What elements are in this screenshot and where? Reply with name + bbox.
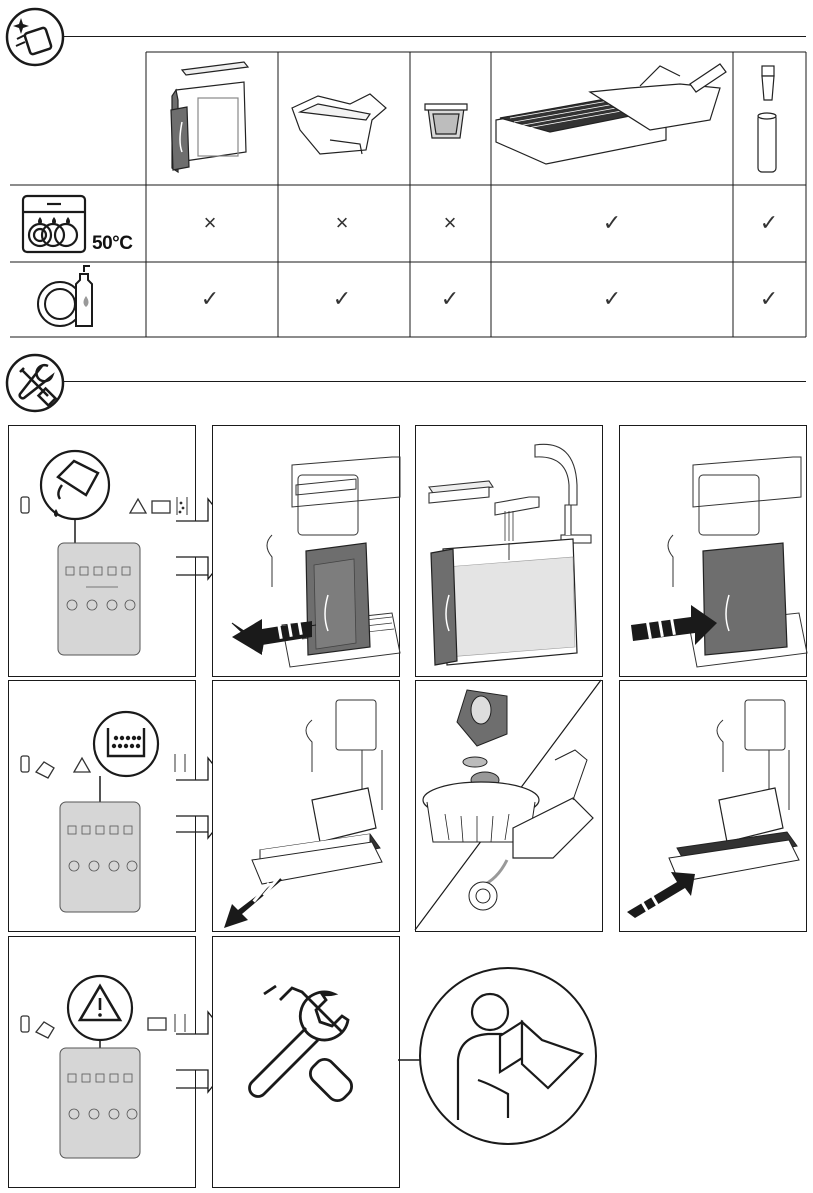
plate-and-soap-icon [37, 265, 93, 327]
descale-small-icon [176, 497, 188, 515]
cleaning-sparkle-icon [5, 7, 65, 67]
read-manual-icon [456, 992, 585, 1120]
handwash-cell-tray: ✓ [602, 286, 622, 311]
drip-tray-illustration [495, 63, 727, 165]
panel-water-tank-alert-art [20, 449, 241, 656]
panel-warning-alert-art [20, 974, 241, 1159]
panel-insert-tank-art [631, 456, 808, 668]
panel-remove-tray-art [224, 699, 383, 928]
dishwasher-cell-cup: × [443, 210, 457, 235]
handwash-cell-nozzle: ✓ [759, 286, 779, 311]
manual-reference-art [398, 967, 597, 1145]
water-tank-icon [56, 459, 100, 500]
dishwasher-cell-tank: × [203, 210, 217, 235]
cleaning-table [10, 51, 807, 338]
panel-fill-tank-art [428, 443, 592, 666]
grounds-container-icon [106, 728, 146, 758]
temperature-label: 50°C [92, 233, 133, 254]
panel-service-tools [212, 936, 400, 1188]
panel-insert-tray-art [627, 699, 800, 918]
warning-small-icon [128, 497, 148, 514]
water-tank-illustration [170, 61, 250, 174]
handwash-cell-grounds: ✓ [332, 286, 352, 311]
dishwasher-cell-nozzle: ✓ [759, 210, 779, 235]
handwash-cell-tank: ✓ [200, 286, 220, 311]
handwash-cell-cup: ✓ [440, 286, 460, 311]
panel-remove-tank-art [231, 456, 401, 668]
nozzle-small-icon [20, 496, 30, 514]
panel-grounds-alert-art [20, 710, 241, 913]
dishwasher-cell-tray: ✓ [602, 210, 622, 235]
grounds-small-icon [151, 500, 171, 514]
panel-service-tools-art [248, 984, 354, 1103]
grounds-container-illustration [291, 93, 387, 155]
panel-empty-grounds-art [414, 679, 602, 931]
tools-icon [5, 353, 65, 413]
dishwasher-cell-grounds: × [335, 210, 349, 235]
drip-cup-illustration [424, 103, 468, 139]
nozzle-illustration [757, 65, 777, 173]
warning-triangle-icon [77, 983, 123, 1022]
tools-large-icon [248, 984, 354, 1103]
